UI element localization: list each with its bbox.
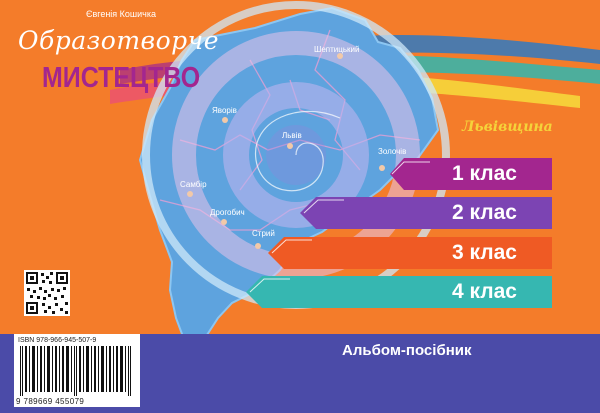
city-label: Дрогобич: [210, 208, 245, 217]
city-dots: [187, 53, 385, 249]
barcode: [20, 346, 131, 396]
city-label: Львів: [282, 131, 302, 140]
album-label: Альбом-посібник: [342, 342, 472, 359]
city-label: Самбір: [180, 180, 207, 189]
city-label: Яворів: [212, 106, 237, 115]
grade-banners: [246, 158, 552, 308]
banner-2: [300, 197, 552, 229]
region-label: Львівщина: [462, 119, 553, 135]
isbn-text: ISBN 978-966-945-507-9: [18, 337, 97, 344]
banner-3: [268, 237, 552, 269]
banner-4: [246, 276, 552, 308]
grade-label: 2 клас: [452, 201, 517, 224]
barcode-number: 9 789669 455079: [16, 397, 85, 406]
grade-label: 4 клас: [452, 280, 517, 303]
title-line1: Образотворче: [18, 26, 220, 55]
banner-1: [390, 158, 552, 190]
grade-label: 1 клас: [452, 162, 517, 185]
title-line2: МИСТЕЦТВО: [42, 62, 201, 94]
author-name: Євгенія Кошичка: [86, 9, 157, 19]
qr-code: [24, 270, 70, 316]
city-label: Стрий: [252, 229, 275, 238]
city-label: Шептицький: [314, 45, 360, 54]
grade-label: 3 клас: [452, 241, 517, 264]
city-label: Золочів: [378, 147, 407, 156]
